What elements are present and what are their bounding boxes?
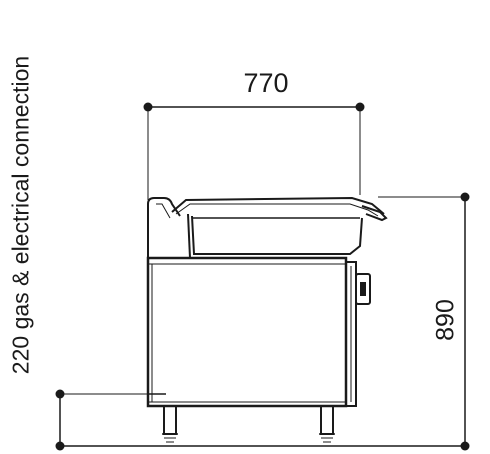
- connection-dimension: [55, 389, 148, 451]
- connection-dimension-top-dot: [55, 389, 65, 399]
- width-dimension-start-dot: [143, 102, 153, 112]
- height-dimension-top-dot: [460, 192, 470, 202]
- legs: [162, 405, 335, 443]
- rear-leg: [319, 405, 335, 443]
- control-knob: [355, 273, 371, 305]
- width-dimension-end-dot: [355, 102, 365, 112]
- width-dimension: [143, 102, 365, 200]
- connection-label: 220 gas & electrical connection: [7, 55, 34, 375]
- width-label: 770: [243, 68, 289, 98]
- pan-assembly: [147, 196, 388, 259]
- height-label: 890: [431, 299, 460, 341]
- control-front: [346, 261, 357, 407]
- cabinet-body: [146, 256, 348, 408]
- front-leg: [162, 405, 178, 443]
